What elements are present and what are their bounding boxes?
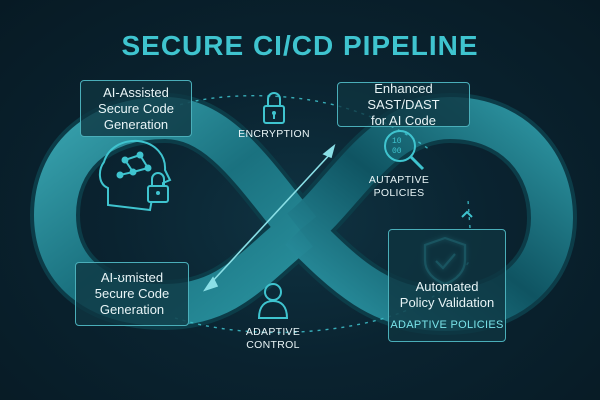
card-automated-policy-validation: Automated Policy Validation ADAPTIVE POL… [388, 229, 506, 342]
label-adaptive-control: ADAPTIVE CONTROL [232, 326, 314, 352]
diagonal-arrow [203, 143, 336, 292]
label-line: ADAPTIVE [245, 326, 301, 338]
label-line: POLICIES [373, 187, 425, 199]
svg-text:00: 00 [392, 147, 402, 156]
label-line: CONTROL [246, 339, 300, 351]
card-line: 5ecure Code [94, 286, 170, 301]
magnifier-binary-icon: 10 00 [384, 130, 425, 171]
user-icon [257, 283, 289, 319]
label-line: AUTAPTIVE [368, 174, 430, 186]
label-line: ENCRYPTION [238, 128, 310, 140]
card-enhanced-sast-dast: Enhanced SAST/DAST for AI Code [337, 80, 470, 128]
card-line: Enhanced SAST/DAST [367, 80, 440, 112]
card-line: for AI Code [370, 112, 437, 128]
label-encryption: ENCRYPTION [234, 128, 314, 141]
card-line: Policy Validation [399, 295, 495, 310]
brain-head-icon [98, 139, 172, 212]
card-ai-assisted-generation: AI-Assisted Secure Code Generation [80, 80, 192, 137]
svg-text:10: 10 [392, 137, 402, 146]
card-subtitle: ADAPTIVE POLICIES [390, 319, 504, 331]
card-line: Generation [103, 116, 169, 132]
card-line: AI-ʊmisted [100, 270, 164, 285]
chevron-up-icon [461, 210, 473, 218]
lock-icon [263, 92, 285, 124]
label-autaptive-policies: AUTAPTIVE POLICIES [354, 174, 444, 200]
page-title: SECURE CI/CD PIPELINE [121, 30, 479, 61]
card-ai-misted-generation: AI-ʊmisted 5ecure Code Generation [75, 262, 189, 326]
card-line: AI-Assisted [103, 84, 169, 100]
card-line: Secure Code [98, 100, 174, 116]
card-line: Generation [99, 302, 165, 317]
card-line: Automated [415, 279, 479, 294]
